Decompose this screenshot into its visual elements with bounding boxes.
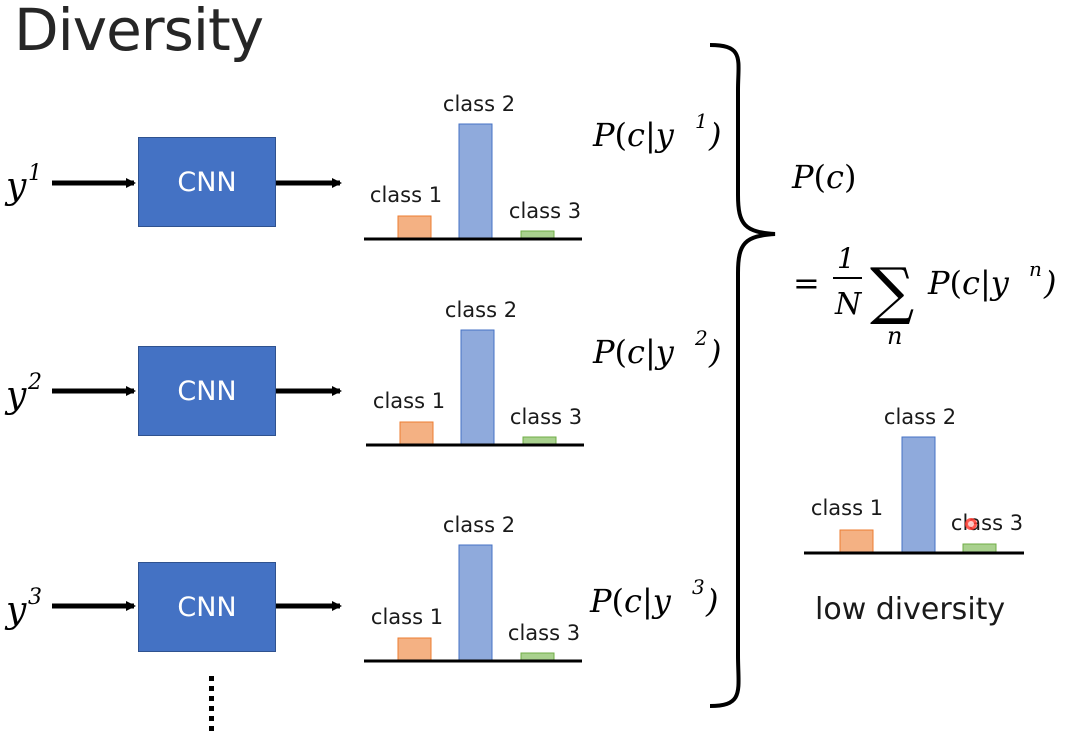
label-class-1: class 1 <box>811 496 883 520</box>
marginal-lhs: P(c) <box>791 158 856 196</box>
curly-brace <box>709 43 776 708</box>
conditional-label-2: P(c|y 2 ) <box>592 326 721 371</box>
bar-class-1 <box>399 421 434 446</box>
svg-text:N: N <box>834 287 863 322</box>
input-label-2: y 2 <box>4 370 42 416</box>
svg-text:): ) <box>708 116 721 154</box>
label-class-3: class 3 <box>951 511 1023 535</box>
bar-class-2 <box>458 123 493 240</box>
label-class-2: class 2 <box>443 92 515 116</box>
svg-text:): ) <box>708 333 721 371</box>
conditional-label-1: P(c|y 1 ) <box>592 109 721 154</box>
bar-class-1 <box>397 637 432 662</box>
svg-text:P(c|y: P(c|y <box>589 582 672 620</box>
cnn-box-1: CNN <box>138 137 276 227</box>
svg-text:y: y <box>4 590 27 631</box>
caption-low-diversity: low diversity <box>815 592 1006 627</box>
slide-title: Diversity <box>14 0 264 64</box>
bar-class-1 <box>839 529 874 554</box>
svg-text:y: y <box>4 375 27 416</box>
cnn-box-3: CNN <box>138 562 276 652</box>
svg-text:1: 1 <box>695 109 708 133</box>
input-label-1: y 1 <box>4 161 42 207</box>
svg-text:1: 1 <box>837 242 855 275</box>
svg-text:1: 1 <box>28 161 42 186</box>
label-class-3: class 3 <box>508 621 580 645</box>
label-class-1: class 1 <box>371 605 443 629</box>
bar-chart-1: class 1 class 2 class 3 <box>364 92 582 241</box>
svg-text:y: y <box>4 166 27 207</box>
svg-text:P(c|y: P(c|y <box>592 333 675 371</box>
cnn-box-2: CNN <box>138 346 276 436</box>
svg-text:3: 3 <box>692 575 705 599</box>
label-class-1: class 1 <box>373 389 445 413</box>
bar-class-2 <box>901 436 936 554</box>
svg-text:): ) <box>1043 264 1056 302</box>
bar-class-1 <box>397 215 432 240</box>
svg-text:P(c): P(c) <box>791 158 856 196</box>
label-class-3: class 3 <box>510 405 582 429</box>
bar-chart-marginal: class 1 class 2 class 3 <box>804 405 1024 555</box>
svg-text:n: n <box>887 322 902 350</box>
bar-class-2 <box>458 544 493 662</box>
svg-text:P(c|y: P(c|y <box>592 116 675 154</box>
svg-text:2: 2 <box>694 326 708 350</box>
marginal-rhs: = 1 N ∑ n P(c|y n ) <box>793 242 1056 350</box>
bar-chart-3: class 1 class 2 class 3 <box>364 513 582 663</box>
svg-text:P(c|y: P(c|y <box>927 264 1010 302</box>
conditional-label-3: P(c|y 3 ) <box>589 575 718 620</box>
svg-text:3: 3 <box>28 585 42 610</box>
label-class-2: class 2 <box>884 405 956 429</box>
label-class-3: class 3 <box>509 199 581 223</box>
svg-text:2: 2 <box>27 370 42 395</box>
svg-text:=: = <box>793 264 820 302</box>
bar-class-2 <box>460 329 495 446</box>
label-class-1: class 1 <box>370 183 442 207</box>
svg-text:n: n <box>1029 257 1042 281</box>
label-class-2: class 2 <box>445 298 517 322</box>
label-class-2: class 2 <box>443 513 515 537</box>
bar-chart-2: class 1 class 2 class 3 <box>366 298 584 447</box>
input-label-3: y 3 <box>4 585 42 631</box>
continuation-dots <box>209 676 214 731</box>
svg-text:): ) <box>705 582 718 620</box>
svg-text:∑: ∑ <box>870 254 914 327</box>
